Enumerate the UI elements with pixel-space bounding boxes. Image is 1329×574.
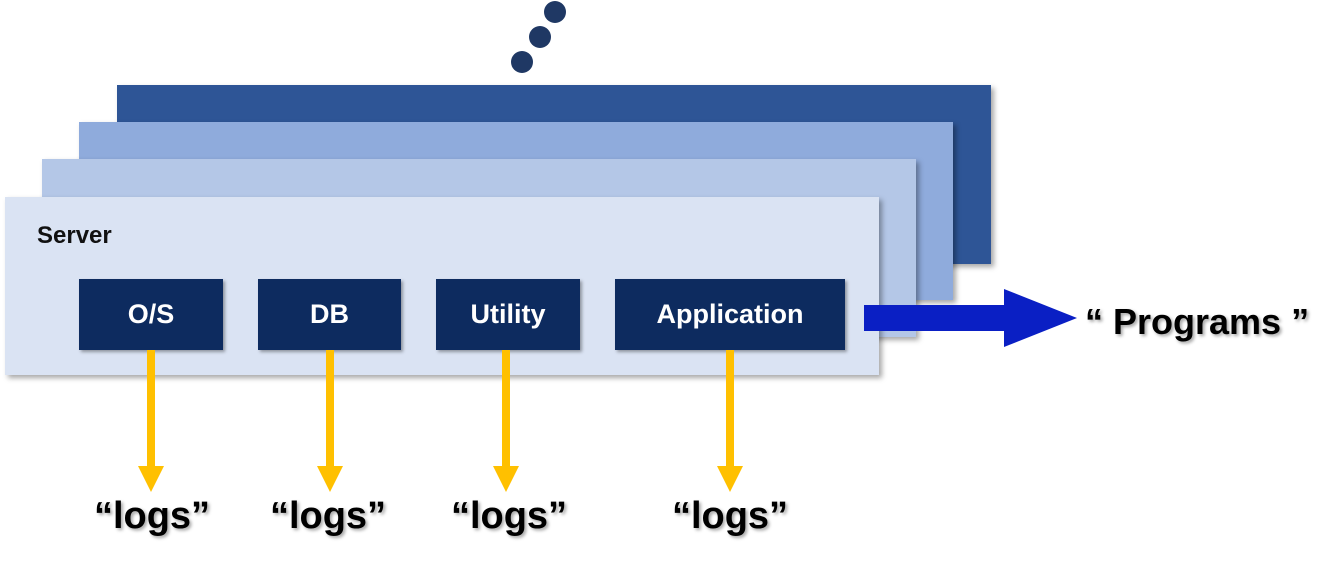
component-db: DB [258, 279, 401, 350]
log-arrow-db [317, 350, 343, 492]
logs-label-os: “logs” [93, 495, 211, 537]
component-application: Application [615, 279, 845, 350]
programs-arrow [864, 289, 1077, 347]
log-arrow-application [717, 350, 743, 492]
logs-label-utility: “logs” [450, 495, 568, 537]
component-os: O/S [79, 279, 223, 350]
dot [529, 26, 551, 48]
log-arrows [138, 350, 743, 492]
server-label: Server [37, 222, 112, 249]
component-utility: Utility [436, 279, 580, 350]
logs-label-db: “logs” [269, 495, 387, 537]
dot [544, 1, 566, 23]
logs-label-application: “logs” [671, 495, 789, 537]
dot [511, 51, 533, 73]
log-arrow-os [138, 350, 164, 492]
programs-label: “ Programs ” [1085, 301, 1310, 342]
log-arrow-utility [493, 350, 519, 492]
